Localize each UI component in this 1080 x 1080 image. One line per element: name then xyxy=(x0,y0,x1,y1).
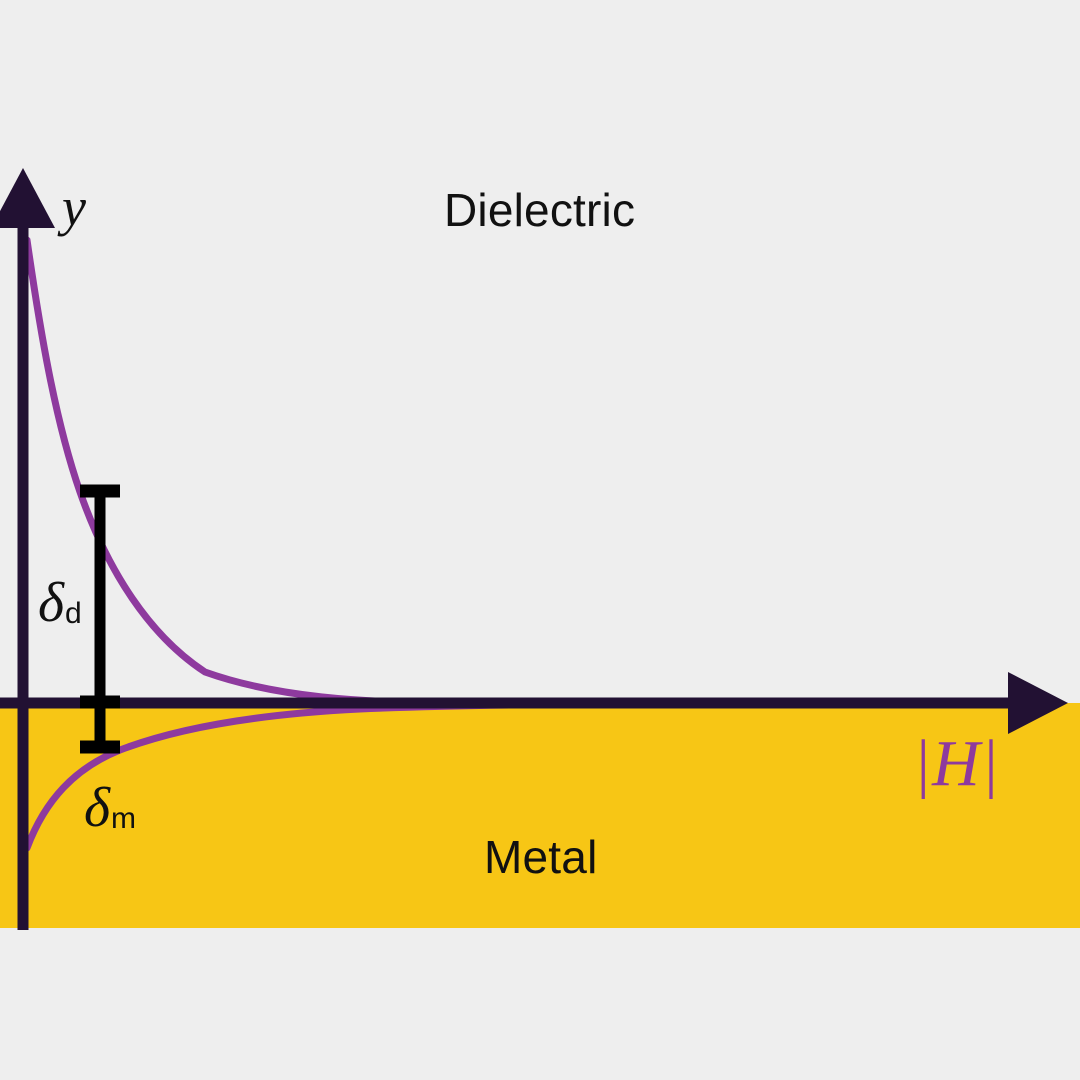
delta-d-subscript: d xyxy=(65,597,82,630)
delta-m-symbol: δ xyxy=(84,777,111,839)
dielectric-region-label: Dielectric xyxy=(444,184,636,236)
y-axis-arrowhead xyxy=(0,168,55,228)
delta-m-label: δm xyxy=(84,780,136,836)
x-axis-arrowhead xyxy=(1008,672,1068,734)
delta-m-subscript: m xyxy=(111,802,137,835)
delta-d-symbol: δ xyxy=(38,572,65,634)
delta-m-measure-bar xyxy=(80,703,120,754)
delta-d-measure-bar xyxy=(80,484,120,709)
dielectric-decay-curve xyxy=(23,236,1044,707)
field-magnitude-label: |H| xyxy=(913,727,1000,800)
delta-d-label: δd xyxy=(38,575,82,631)
metal-region-label: Metal xyxy=(484,831,598,883)
metal-region-fill xyxy=(0,703,1080,928)
y-axis-label: y xyxy=(62,177,86,237)
